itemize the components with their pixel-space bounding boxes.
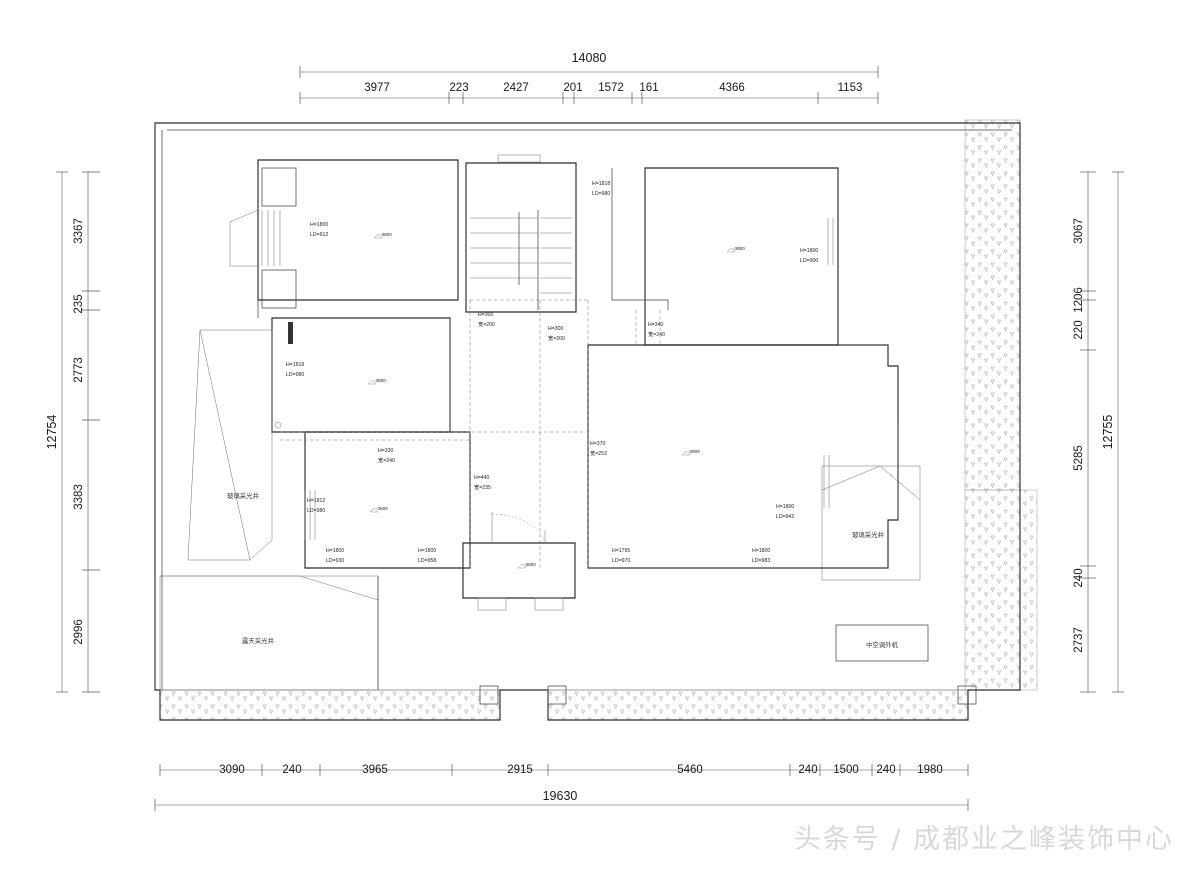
- dim-bot-total: 19630: [543, 789, 578, 803]
- level-marker-west: -3600: [374, 378, 386, 383]
- dim-bot-2: 3965: [362, 764, 388, 776]
- note-beam-1-h: H=300: [478, 312, 494, 318]
- dim-top-0: 3977: [364, 82, 390, 94]
- note-beam-4-h: H=330: [378, 448, 394, 454]
- dim-left-4: 2996: [73, 619, 85, 645]
- note-wall-s-mid-ld: LD=970: [612, 558, 630, 564]
- level-marker-utility: -3600: [524, 562, 536, 567]
- note-bedroom-nw-h: H=1800: [310, 222, 328, 228]
- dim-top-1: 223: [449, 82, 468, 94]
- dim-left-3: 3383: [73, 484, 85, 510]
- label-skylight-open: 露天采光井: [242, 636, 275, 645]
- dim-top-5: 161: [639, 82, 658, 94]
- dim-right-total: 12755: [1101, 415, 1115, 450]
- dim-bot-0: 3090: [219, 764, 245, 776]
- room-south-utility: -3600: [462, 512, 576, 611]
- note-beam-6-w: 宽=253: [590, 449, 607, 457]
- level-marker-nw: -3600: [380, 232, 392, 237]
- dim-right-5: 2737: [1073, 627, 1085, 653]
- note-room-sw-h: H=1812: [307, 498, 325, 504]
- beam-notes: H=300 宽=200 H=300 宽=200 H=340 宽=240 H=33…: [378, 312, 665, 491]
- level-marker-sw: -3600: [376, 506, 388, 511]
- top-dimension-group: 14080 3977 223 2427 201 1572 161 4366 11…: [299, 51, 879, 104]
- label-skylight-west: 玻璃采光井: [227, 491, 260, 500]
- skylight-well-open: 露天采光井: [159, 575, 379, 691]
- dim-bot-6: 1500: [833, 764, 859, 776]
- note-wall-sw-a-ld: LD=930: [326, 558, 344, 564]
- note-bedroom-ne-ld: LD=900: [800, 258, 818, 264]
- beam-dashed-lines: [280, 299, 661, 568]
- south-columns: [479, 685, 977, 705]
- dim-bot-5: 240: [798, 764, 817, 776]
- label-skylight-east: 玻璃采光井: [852, 530, 885, 539]
- dim-top-2: 2427: [503, 82, 529, 94]
- dim-top-7: 1153: [838, 82, 863, 94]
- note-room-sw-ld: LD=980: [307, 508, 325, 514]
- note-wall-se-a-h: H=1800: [752, 548, 770, 554]
- level-marker-east: -3600: [688, 449, 700, 454]
- dim-right-0: 3067: [1073, 218, 1085, 244]
- dim-left-total: 12754: [45, 415, 59, 450]
- note-beam-2-h: H=300: [548, 326, 564, 332]
- room-living-west: H=1818 LD=980 -3600: [271, 317, 451, 433]
- note-wall-e-ld: LD=942: [776, 514, 794, 520]
- dim-bot-4: 5460: [677, 764, 703, 776]
- note-living-west-h: H=1818: [286, 362, 304, 368]
- dim-left-0: 3367: [73, 218, 85, 244]
- note-beam-4-w: 宽=240: [378, 456, 395, 464]
- dim-top-6: 4366: [719, 82, 745, 94]
- dim-left-2: 2773: [73, 357, 85, 383]
- note-stair-h: H=1818: [592, 181, 610, 187]
- note-beam-5-w: 宽=235: [474, 483, 491, 491]
- right-dimension-group: 3067 220 1206 5285 240 2737 12755: [1073, 171, 1124, 693]
- note-beam-3-w: 宽=240: [648, 330, 665, 338]
- note-beam-5-h: H=440: [474, 475, 490, 481]
- dim-bot-3: 2915: [507, 764, 533, 776]
- skylight-well-west: 玻璃采光井: [187, 329, 273, 561]
- dim-bot-8: 1980: [917, 764, 943, 776]
- note-stair-ld: LD=980: [592, 191, 610, 197]
- level-marker-ne: -3600: [733, 246, 745, 251]
- note-wall-s-mid-h: H=1795: [612, 548, 630, 554]
- note-beam-6-h: H=370: [590, 441, 606, 447]
- note-wall-sw-b-h: H=1800: [418, 548, 436, 554]
- note-beam-2-w: 宽=200: [548, 334, 565, 342]
- interior-partitions: [160, 300, 968, 691]
- watermark: 头条号 / 成都业之峰装饰中心: [793, 824, 1174, 855]
- note-bedroom-nw-ld: LD=912: [310, 232, 328, 238]
- note-bedroom-ne-h: H=1800: [800, 248, 818, 254]
- staircase: H=1818 LD=980: [465, 154, 610, 313]
- bottom-dimension-group: 3090 240 3965 2915 5460 240 1500 240 198…: [154, 764, 969, 811]
- note-beam-3-h: H=340: [648, 322, 664, 328]
- exterior-hatch-walls: [159, 119, 1038, 721]
- left-dimension-group: 12754 3367 235 2773 3383 2996: [45, 171, 100, 693]
- note-wall-sw-b-ld: LD=958: [418, 558, 436, 564]
- skylight-well-east: 玻璃采光井: [821, 465, 921, 581]
- dim-right-2: 1206: [1073, 287, 1085, 313]
- dim-right-1: 220: [1073, 320, 1085, 339]
- dim-right-4: 240: [1073, 568, 1085, 587]
- note-living-west-ld: LD=980: [286, 372, 304, 378]
- note-wall-sw-a-h: H=1800: [326, 548, 344, 554]
- dim-top-total: 14080: [572, 51, 607, 65]
- room-bedroom-ne: H=1800 LD=900 -3600: [611, 167, 839, 346]
- dim-bot-1: 240: [282, 764, 301, 776]
- dim-top-4: 1572: [598, 82, 624, 94]
- dim-right-3: 5285: [1073, 445, 1085, 471]
- note-beam-1-w: 宽=200: [478, 320, 495, 328]
- dim-left-1: 235: [73, 294, 85, 313]
- note-wall-e-h: H=1800: [776, 504, 794, 510]
- dim-bot-7: 240: [876, 764, 895, 776]
- room-bedroom-nw: H=1800 LD=912 -3600: [229, 159, 459, 309]
- dim-top-3: 201: [563, 82, 582, 94]
- note-wall-se-a-ld: LD=983: [752, 558, 770, 564]
- label-ac-unit: 中空调外机: [866, 640, 899, 649]
- ac-outdoor-unit: 中空调外机: [835, 624, 929, 662]
